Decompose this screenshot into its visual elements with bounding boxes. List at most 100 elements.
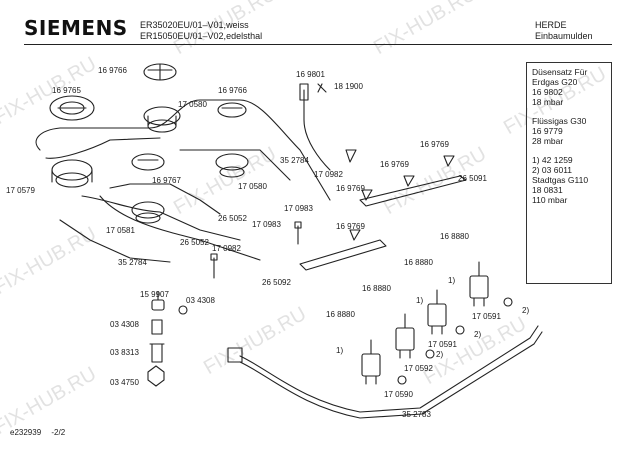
part-label: 17 0983 [252,220,281,229]
nozzle-set-legend: Düsensatz Für Erdgas G20 16 9802 18 mbar… [526,62,612,284]
part-label: 17 0581 [106,226,135,235]
seal-ring [397,375,407,385]
part-label: 03 8313 [110,348,139,357]
part-label: 16 8880 [440,232,469,241]
pipe-fitting [299,83,309,101]
legend-row: 18 mbar [532,97,564,107]
clip [317,83,327,93]
part-label: 17 0982 [212,244,241,253]
part-label: 16 8880 [362,284,391,293]
seal-ring [425,349,435,359]
part-label: 26 5092 [262,278,291,287]
part-label: 2) [436,350,444,359]
part-label: 16 9769 [380,160,409,169]
part-label: 03 4750 [110,378,139,387]
thermocouple-lead [59,219,171,263]
legend-row: 2) 03 6011 [532,165,573,175]
category: HERDE Einbaumulden [535,20,593,42]
ignition-lead [35,99,331,201]
legend-row: 28 mbar [532,136,564,146]
nozzle [349,229,361,241]
nozzle [403,175,415,187]
connector-nut [151,291,165,311]
gas-supply-pipe [239,331,543,419]
part-label: 26 5052 [218,214,247,223]
legend-row: Stadtgas G110 [532,175,589,185]
part-label: 2) [474,330,482,339]
part-label: 35 2784 [280,156,309,165]
model-line-2: ER15050EU/01–V02,edelsthal [140,31,263,41]
thermocouple-lead [179,149,291,181]
part-label: 17 0982 [314,170,343,179]
part-label: 17 0591 [428,340,457,349]
ignition-lead [45,137,161,159]
model-numbers: ER35020EU/01–V01,weiss ER15050EU/01–V02,… [140,20,262,42]
model-line-1: ER35020EU/01–V01,weiss [140,20,249,30]
part-label: 16 9766 [218,86,247,95]
part-label: 16 9766 [98,66,127,75]
seal-ring [455,325,465,335]
part-label: 35 2783 [402,410,431,419]
part-label: 17 0579 [6,186,35,195]
seal-ring [178,305,188,315]
part-label: 17 0591 [472,312,501,321]
terminal-rail [359,175,467,207]
part-label: 1) [448,276,456,285]
legend-row: Flüssigas G30 [532,116,587,126]
part-label: 17 0580 [178,100,207,109]
gas-pipe [303,89,331,171]
legend-row: 110 mbar [532,195,568,205]
ignition-electrode [294,221,302,245]
legend-row: 18 0831 [532,185,563,195]
gas-valve [361,339,381,385]
category-line-2: Einbaumulden [535,31,593,41]
part-label: 16 9769 [336,184,365,193]
thermocouple-lead [81,195,241,241]
document-footer: e232939 -2/2 [10,428,65,437]
gas-valve [395,313,415,359]
burner-cap-large [49,95,95,121]
part-label: 1) [336,346,344,355]
thermocouple-lead [99,195,261,261]
part-label: 03 4308 [110,320,139,329]
legend-row: 1) 42 1259 [532,155,573,165]
burner-cap-middle-low [131,153,165,171]
part-label: 16 9769 [420,140,449,149]
part-label: 16 9801 [296,70,325,79]
nozzle [443,155,455,167]
nozzle-holder [151,319,163,335]
part-label: 15 9907 [140,290,169,299]
part-label: 17 0983 [284,204,313,213]
legend-row: 16 9802 [532,87,563,97]
part-label: 16 9769 [336,222,365,231]
brand-logo: SIEMENS [24,16,128,40]
category-line-1: HERDE [535,20,567,30]
part-label: 2) [522,306,530,315]
burner-head-right [215,153,249,178]
burner-cap-small [143,63,177,81]
terminal-rail [299,239,387,271]
part-label: 16 9765 [52,86,81,95]
part-label: 26 5091 [458,174,487,183]
part-label: 16 8880 [326,310,355,319]
gas-supply-pipe [239,325,539,413]
hose-nozzle [149,343,165,363]
legend-row: 16 9779 [532,126,563,136]
part-label: 17 0592 [404,364,433,373]
nozzle [361,189,373,201]
ignition-electrode [210,253,218,279]
part-label: 18 1900 [334,82,363,91]
burner-head-left [51,159,93,188]
page-number: -2/2 [51,428,66,437]
header-divider [24,44,612,45]
gas-valve [427,289,447,335]
part-label: 17 0580 [238,182,267,191]
document-code: e232939 [10,428,42,437]
part-label: 26 5052 [180,238,209,247]
legend-title: Düsensatz Für [532,67,588,77]
part-label: 16 8880 [404,258,433,267]
part-label: 1) [416,296,424,305]
nozzle [345,149,357,163]
part-label: 03 4308 [186,296,215,305]
